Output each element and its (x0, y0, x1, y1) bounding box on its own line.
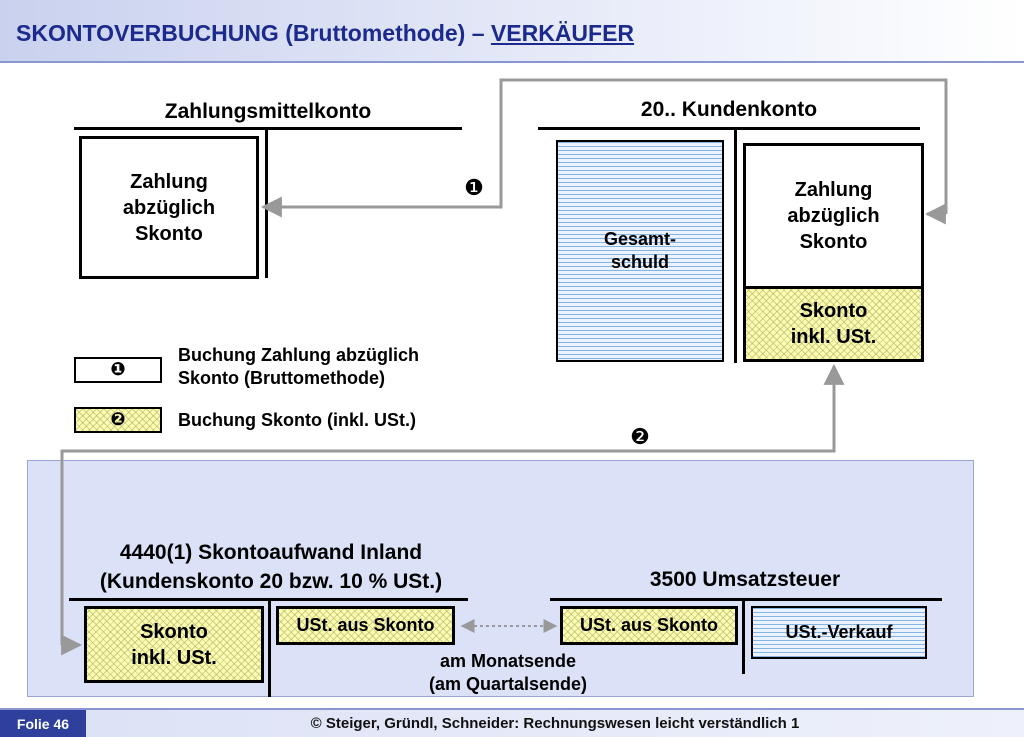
zahlungsmittel-heading: Zahlungsmittelkonto (164, 100, 372, 123)
kunden-heading: 20.. Kundenkonto (640, 98, 818, 121)
kunden-skonto-line-2: inkl. USt. (790, 326, 877, 348)
skontoaufwand-debit-box: Skonto inkl. USt. (84, 606, 264, 683)
kunden-debit-box: Gesamt- schuld (556, 140, 724, 362)
marker-two: ❷ (630, 424, 650, 449)
kunden-payment-line-3: Skonto (799, 231, 868, 253)
title-divider (0, 61, 1024, 63)
zahlungsmittel-debit-text: Zahlung abzüglich Skonto (123, 169, 215, 247)
period-note: am Monatsende (am Quartalsende) (398, 650, 618, 695)
page-title: SKONTOVERBUCHUNG (Bruttomethode) – VERKÄ… (16, 20, 634, 47)
arrow-payment (260, 78, 948, 218)
footer-bar (86, 710, 1024, 737)
marker-one: ❶ (464, 175, 484, 200)
legend-marker-one: ❶ (74, 357, 162, 383)
kunden-credit-payment-box: Zahlung abzüglich Skonto (743, 143, 924, 289)
legend-one-line-1: Buchung Zahlung abzüglich (178, 345, 419, 365)
skontoaufwand-heading: 4440(1) Skontoaufwand Inland (Kundenskon… (66, 539, 476, 596)
skontoaufwand-debit-line-1: Skonto (140, 620, 208, 643)
skontoaufwand-debit-line-2: inkl. USt. (131, 646, 217, 669)
legend-one-line-2: Skonto (Bruttomethode) (178, 368, 385, 389)
kunden-top-line (538, 127, 920, 130)
kunden-payment-line-1: Zahlung (794, 179, 873, 201)
zahlungsmittel-line-2: abzüglich (122, 196, 216, 219)
kunden-payment-line-2: abzüglich (787, 205, 880, 227)
kunden-credit-skonto-text: Skonto inkl. USt. (791, 298, 877, 350)
kunden-skonto-line-1: Skonto (799, 300, 868, 322)
zahlungsmittel-debit-box: Zahlung abzüglich Skonto (79, 136, 259, 279)
title-bar (0, 0, 1024, 62)
zahlungsmittel-top-line (74, 127, 462, 130)
kunden-credit-skonto-box: Skonto inkl. USt. (743, 286, 924, 362)
skontoaufwand-heading-line-1: 4440(1) Skontoaufwand Inland (119, 541, 423, 564)
title-role: VERKÄUFER (490, 20, 635, 46)
legend-text-two: Buchung Skonto (inkl. USt.) (178, 410, 416, 430)
zahlungsmittel-line-3: Skonto (135, 222, 203, 245)
skontoaufwand-debit-text: Skonto inkl. USt. (131, 619, 217, 671)
zahlungsmittel-line-1: Zahlung (130, 170, 208, 193)
gesamtschuld-line-1: Gesamt- (603, 228, 677, 249)
umsatzsteuer-heading: 3500 Umsatzsteuer (649, 568, 841, 591)
slide-number: Folie 46 (0, 710, 86, 737)
kunden-credit-payment-text: Zahlung abzüglich Skonto (787, 177, 879, 255)
umsatzsteuer-top-line (550, 598, 942, 601)
legend-text-one: Buchung Zahlung abzüglich Skonto (Brutto… (178, 344, 419, 391)
legend-marker-two: ❷ (74, 407, 162, 433)
kunden-debit-text: Gesamt- schuld (604, 228, 676, 275)
umsatzsteuer-credit-box: USt.-Verkauf (751, 606, 927, 659)
skontoaufwand-credit-box: USt. aus Skonto (276, 606, 455, 645)
umsatzsteuer-center-line (742, 598, 745, 674)
period-note-line-2: (am Quartalsende) (428, 673, 588, 694)
gesamtschuld-line-2: schuld (610, 252, 669, 272)
skontoaufwand-center-line (268, 598, 271, 697)
period-note-line-1: am Monatsende (439, 651, 577, 671)
skontoaufwand-heading-line-2: (Kundenskonto 20 bzw. 10 % USt.) (99, 569, 443, 593)
footer-copyright: © Steiger, Gründl, Schneider: Rechnungsw… (310, 715, 800, 732)
umsatzsteuer-debit-box: USt. aus Skonto (560, 606, 738, 645)
footer-divider (0, 708, 1024, 710)
kunden-center-line (734, 127, 737, 363)
arrow-skonto (60, 363, 845, 645)
title-main: SKONTOVERBUCHUNG (Bruttomethode) – (16, 20, 491, 46)
